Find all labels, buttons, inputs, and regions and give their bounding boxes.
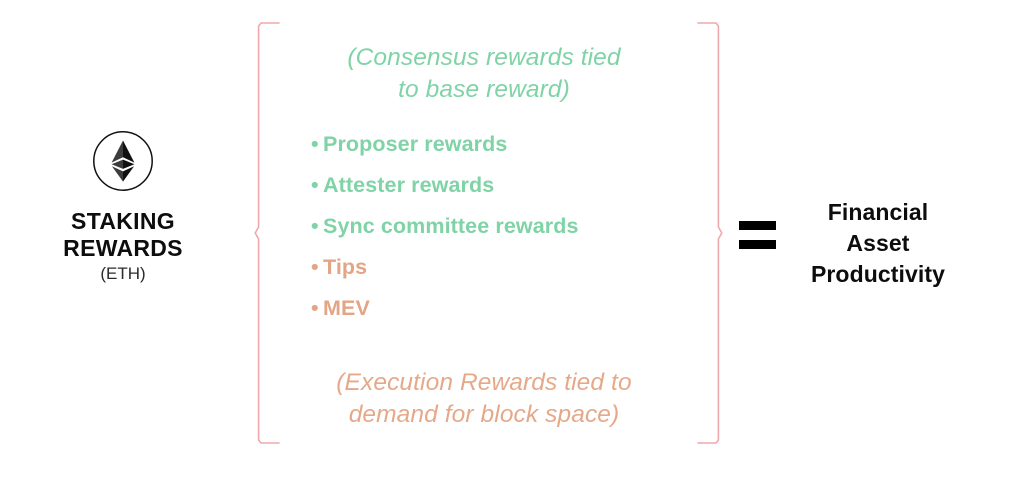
staking-rewards-subtitle: (ETH) bbox=[100, 264, 146, 284]
bullet-point-icon: • bbox=[311, 255, 319, 279]
result-line-3: Productivity bbox=[810, 260, 946, 287]
list-item-label: Proposer rewards bbox=[323, 132, 508, 156]
financial-asset-productivity-label: Financial Asset Productivity bbox=[778, 197, 978, 289]
execution-rewards-caption-line-1: (Execution Rewards tied to bbox=[336, 369, 632, 396]
consensus-rewards-caption-line-2: to base reward) bbox=[398, 76, 570, 104]
execution-rewards-caption: (Execution Rewards tied to demand for bl… bbox=[258, 367, 710, 432]
staking-rewards-block: STAKING REWARDS (ETH) bbox=[12, 130, 234, 285]
list-item-proposer-rewards: • Proposer rewards bbox=[311, 132, 701, 173]
consensus-rewards-caption: (Consensus rewards tied to base reward) bbox=[258, 42, 710, 107]
staking-rewards-title-line-2: REWARDS bbox=[63, 234, 183, 261]
execution-rewards-caption-line-2: demand for block space) bbox=[348, 401, 620, 429]
bullet-point-icon: • bbox=[311, 173, 319, 197]
staking-rewards-title: STAKING REWARDS bbox=[12, 208, 234, 261]
bullet-point-icon: • bbox=[311, 296, 319, 320]
ethereum-logo-icon bbox=[92, 130, 154, 192]
equals-bar-top bbox=[739, 221, 776, 230]
result-line-2: Asset bbox=[846, 229, 910, 256]
list-item-label: Attester rewards bbox=[323, 173, 495, 197]
bullet-point-icon: • bbox=[311, 214, 319, 238]
bullet-point-icon: • bbox=[311, 132, 319, 156]
consensus-rewards-caption-line-1: (Consensus rewards tied bbox=[347, 44, 621, 71]
rewards-list: • Proposer rewards • Attester rewards • … bbox=[311, 132, 701, 337]
result-line-1: Financial bbox=[827, 199, 929, 225]
staking-rewards-title-line-1: STAKING bbox=[71, 208, 175, 234]
list-item-label: Tips bbox=[323, 255, 368, 279]
rewards-breakdown-block: (Consensus rewards tied to base reward) … bbox=[258, 22, 710, 444]
list-item-tips: • Tips bbox=[311, 255, 701, 296]
list-item-label: MEV bbox=[323, 296, 370, 320]
list-item-sync-committee-rewards: • Sync committee rewards bbox=[311, 214, 701, 255]
list-item-attester-rewards: • Attester rewards bbox=[311, 173, 701, 214]
list-item-label: Sync committee rewards bbox=[323, 214, 579, 238]
equals-bar-bottom bbox=[739, 240, 776, 249]
list-item-mev: • MEV bbox=[311, 296, 701, 337]
equals-sign-icon bbox=[739, 221, 776, 249]
